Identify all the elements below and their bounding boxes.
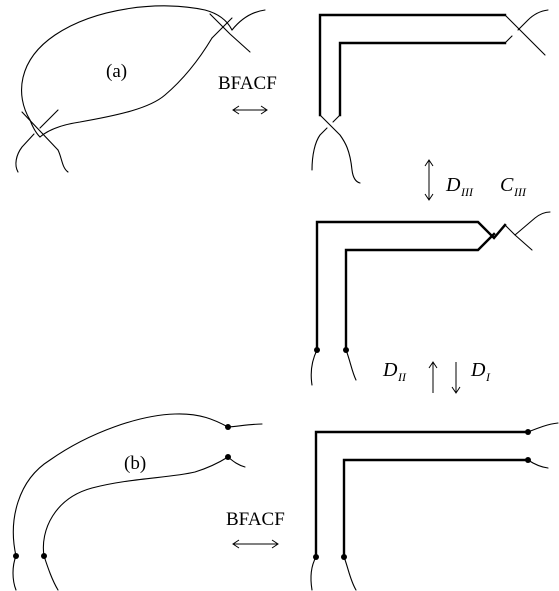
- panel-b-label: (b): [124, 453, 146, 474]
- bfacf-double-arrow-top: [232, 105, 268, 115]
- bfacf-double-arrow-bottom: [232, 539, 279, 549]
- move-d-i-main: D: [470, 359, 486, 381]
- move-c-iii-sub: III: [513, 185, 527, 199]
- panel-b-curve: [12, 413, 263, 591]
- d1-down-arrow: [451, 362, 461, 394]
- panel-a-label: (a): [106, 61, 127, 82]
- panel-a-curve: [15, 5, 266, 173]
- d3-c3-double-arrow: [424, 159, 434, 201]
- lattice-panel-1: [311, 9, 549, 184]
- move-d-iii-sub: III: [460, 185, 474, 199]
- move-d-ii-main: D: [382, 359, 398, 381]
- d2-up-arrow: [428, 361, 438, 393]
- lattice-panel-3: [310, 422, 559, 591]
- move-d-iii-main: D: [445, 174, 461, 196]
- move-d-ii-sub: II: [397, 370, 407, 384]
- bfacf-label-bottom: BFACF: [226, 509, 285, 530]
- move-d-i-sub: I: [485, 370, 491, 384]
- move-c-iii-main: C: [500, 174, 514, 196]
- lattice-panel-2: [310, 211, 551, 386]
- bfacf-label-top: BFACF: [218, 73, 277, 94]
